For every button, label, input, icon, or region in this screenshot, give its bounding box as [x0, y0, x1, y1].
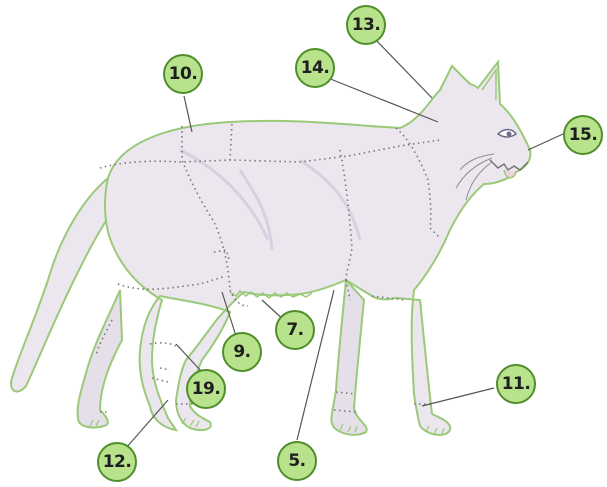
callout-text: 11.: [502, 374, 531, 394]
callout-10: 10.: [163, 54, 203, 94]
cat-body: [105, 62, 530, 435]
callout-text: 12.: [103, 452, 132, 472]
callout-text: 14.: [301, 58, 330, 78]
callout-9: 9.: [222, 332, 262, 372]
callout-15: 15.: [563, 115, 603, 155]
callout-text: 13.: [352, 15, 381, 35]
callout-text: 5.: [288, 451, 305, 471]
back-leg-far: [78, 290, 122, 428]
leader-15: [528, 134, 563, 150]
callout-text: 7.: [286, 320, 303, 340]
paw-toes: [90, 418, 444, 434]
callout-11: 11.: [496, 364, 536, 404]
callout-text: 19.: [192, 379, 221, 399]
callout-14: 14.: [295, 48, 335, 88]
callout-text: 9.: [233, 342, 250, 362]
callout-7: 7.: [275, 310, 315, 350]
leader-13: [372, 36, 432, 98]
callout-text: 10.: [169, 64, 198, 84]
callout-text: 15.: [569, 125, 598, 145]
leader-11: [422, 388, 494, 406]
callout-12: 12.: [97, 442, 137, 482]
cat-pupil: [507, 132, 512, 137]
callout-13: 13.: [346, 5, 386, 45]
leader-14: [328, 78, 438, 122]
callout-19: 19.: [186, 369, 226, 409]
callout-5: 5.: [277, 441, 317, 481]
